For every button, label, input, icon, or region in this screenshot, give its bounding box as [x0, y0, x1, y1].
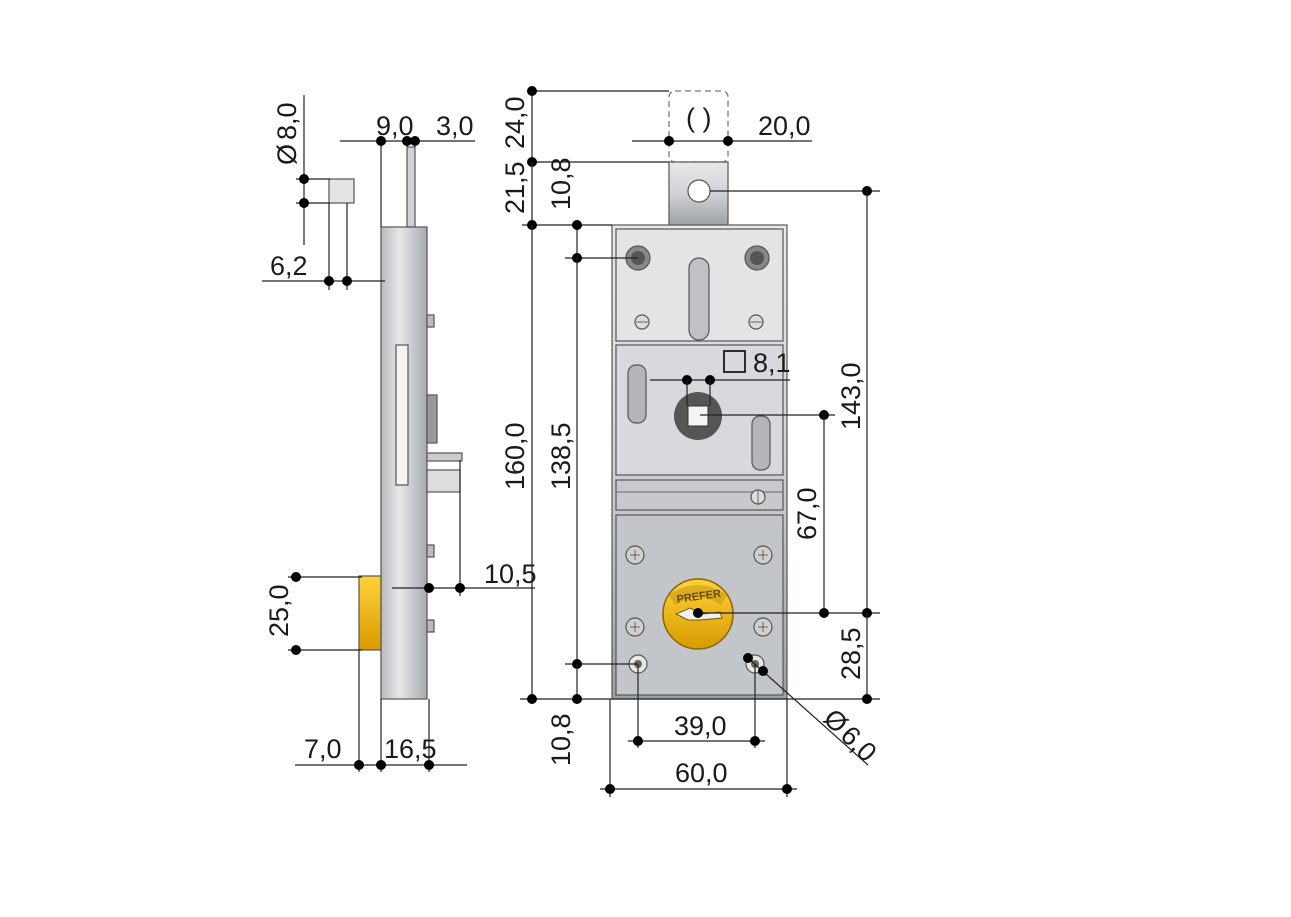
dim-dot: [750, 736, 760, 746]
dim-dot: [527, 694, 537, 704]
dim-tab-height: 24,0: [500, 96, 530, 149]
dim-cylinder-height: 25,0: [264, 584, 294, 637]
side-latch-block: [426, 469, 461, 493]
square-symbol-icon: [723, 350, 746, 373]
side-pin: [328, 178, 355, 204]
side-cam: [426, 394, 438, 444]
dim-dot: [299, 198, 309, 208]
front-tab-dashed: [668, 90, 729, 163]
dim-bolt-thickness: 3,0: [436, 111, 474, 141]
dim-bottom-hole-spacing: 39,0: [674, 711, 727, 741]
dim-dot: [572, 694, 582, 704]
dim-dot: [291, 572, 301, 582]
diameter-symbol: Ø: [272, 144, 302, 165]
dashed-hole: ( ): [686, 103, 711, 133]
front-view: ( ): [500, 86, 883, 797]
dim-bottom-hole-offset: 10,8: [546, 713, 576, 766]
dim-dot: [424, 760, 434, 770]
dim-cylinder-diameter: Ø6,0: [818, 703, 883, 768]
middle-slot-right: [751, 415, 771, 471]
dim-dot: [633, 736, 643, 746]
middle-slot-left: [627, 364, 647, 424]
dim-dot: [424, 583, 434, 593]
dim-overall-height: 160,0: [500, 422, 530, 490]
dim-dot: [376, 760, 386, 770]
side-screw: [426, 314, 435, 328]
tab-hole: [687, 179, 711, 203]
side-slot: [395, 344, 409, 486]
dim-dot: [664, 136, 674, 146]
dim-body-width: 60,0: [675, 758, 728, 788]
dim-dot: [376, 136, 386, 146]
dim-dot: [342, 276, 352, 286]
side-screw: [426, 544, 435, 558]
dim-cylinder-projection: 7,0: [304, 734, 342, 764]
dim-dot: [354, 760, 364, 770]
dim-tab-width: 20,0: [758, 111, 811, 141]
dim-dot: [455, 583, 465, 593]
dim-dot: [324, 276, 334, 286]
dim-hole-spacing-vertical: 138,5: [546, 422, 576, 490]
dim-tab-hole-to-cylinder: 143,0: [836, 362, 866, 430]
side-screw: [426, 619, 435, 633]
dim-dot: [862, 694, 872, 704]
dim-dot: [527, 86, 537, 96]
dim-dot: [758, 666, 768, 676]
dim-dot: [572, 220, 582, 230]
dim-dot: [605, 784, 615, 794]
dim-dot: [402, 136, 412, 146]
cylinder-center-dot: [693, 608, 703, 618]
dim-square-spindle: 8,1: [753, 348, 791, 378]
dim-pin-length: 6,2: [270, 251, 308, 281]
dim-bolt-offset: 10,5: [484, 559, 537, 589]
side-bolt: [406, 146, 416, 228]
dim-body-depth: 16,5: [384, 734, 437, 764]
dim-dot: [291, 645, 301, 655]
side-latch: [426, 452, 463, 462]
dim-dot: [743, 653, 753, 663]
top-slot: [688, 257, 710, 341]
dim-top-hole-offset: 10,8: [546, 157, 576, 210]
dim-dot: [782, 784, 792, 794]
dim-spindle-to-cylinder: 67,0: [792, 487, 822, 540]
square-spindle-hole: [687, 405, 709, 427]
top-hole-right-inner: [750, 251, 764, 265]
dim-tab-offset: 21,5: [500, 161, 530, 214]
dim-dot: [410, 136, 420, 146]
side-view: Ø8,0 9,0 3,0 6,2 10,5 25,0 7,0 16,5: [262, 95, 537, 772]
dim-top-offset: 9,0: [376, 111, 414, 141]
dim-pin-diameter: Ø8,0: [272, 102, 302, 165]
dim-dot: [299, 174, 309, 184]
dim-dot: [819, 608, 829, 618]
dim-dot: [723, 136, 733, 146]
side-cylinder: [358, 575, 382, 651]
dim-cylinder-to-bottom: 28,5: [836, 627, 866, 680]
